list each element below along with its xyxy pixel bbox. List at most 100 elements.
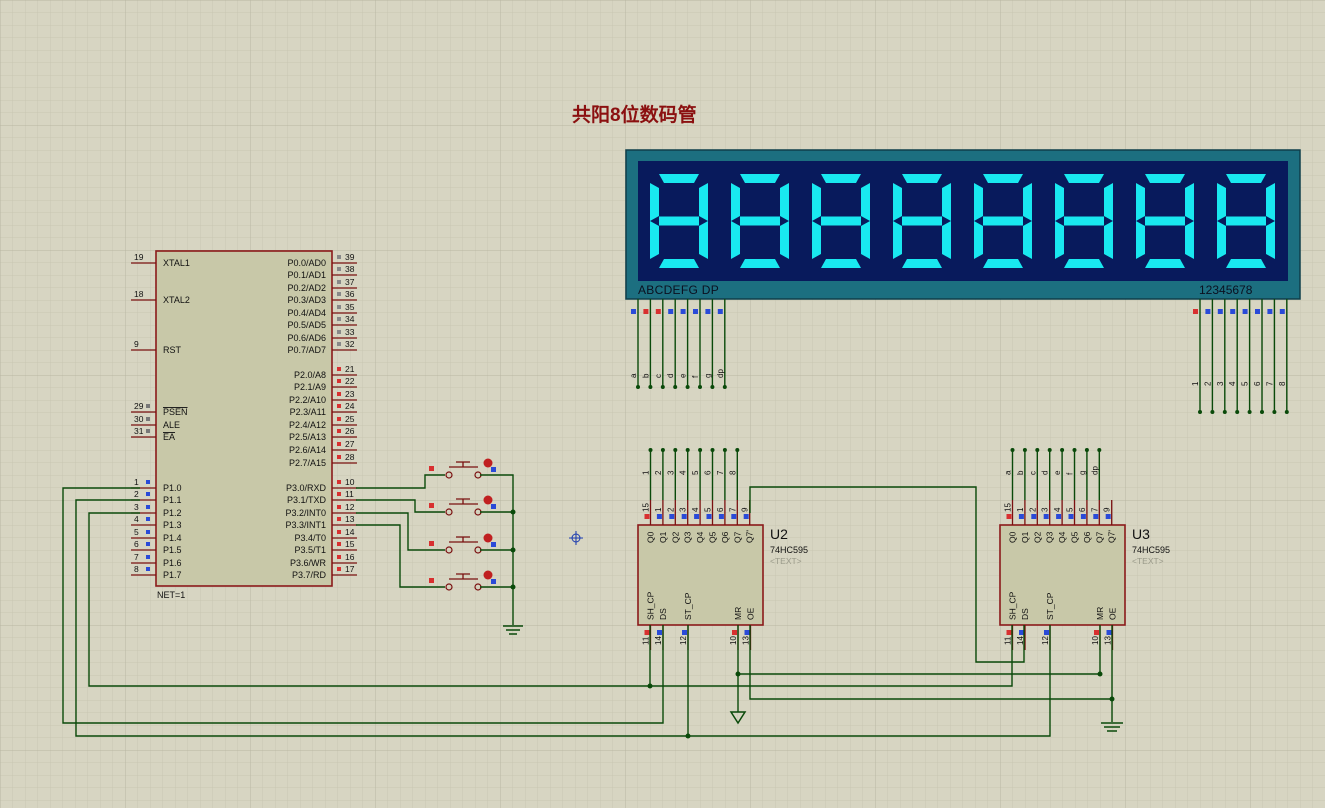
display-digit-pin-7[interactable]: 7 xyxy=(1265,299,1277,414)
probe-icon xyxy=(483,533,493,543)
svg-text:Q7: Q7 xyxy=(1094,531,1104,543)
svg-text:5: 5 xyxy=(704,507,713,512)
pin-name: P1.1 xyxy=(163,495,182,505)
svg-text:Q2: Q2 xyxy=(670,531,680,543)
mcu-right-pins: 39P0.0/AD038P0.1/AD137P0.2/AD236P0.3/AD3… xyxy=(285,252,357,580)
mcu-pin-p1-7[interactable]: 8P1.7 xyxy=(131,564,182,580)
display-seg-pin-f[interactable]: f xyxy=(691,299,702,389)
push-button-3[interactable] xyxy=(429,533,496,554)
pin-number: 28 xyxy=(345,452,355,462)
chip-pin-q7[interactable]: 9Q7' xyxy=(1103,500,1117,543)
display-digit-pin-4[interactable]: 4 xyxy=(1228,299,1240,414)
display-seg-pin-dp[interactable]: dp xyxy=(716,299,727,389)
push-button-4[interactable] xyxy=(429,570,496,591)
svg-text:Q5: Q5 xyxy=(708,531,718,543)
display-seg-pin-g[interactable]: g xyxy=(703,299,715,389)
svg-text:11: 11 xyxy=(1004,636,1013,645)
display-seg-pin-e[interactable]: e xyxy=(679,299,690,389)
svg-text:Q4: Q4 xyxy=(695,531,705,543)
display-digit-pin-2[interactable]: 2 xyxy=(1203,299,1215,414)
display-digit-pin-1[interactable]: 1 xyxy=(1191,299,1202,414)
display-digit-pin-6[interactable]: 6 xyxy=(1253,299,1264,414)
mcu-pin-p1-3[interactable]: 4P1.3 xyxy=(131,514,182,530)
mcu-pin-p1-6[interactable]: 7P1.6 xyxy=(131,552,182,568)
display-digit-pin-5[interactable]: 5 xyxy=(1241,299,1252,414)
push-button-2[interactable] xyxy=(429,495,496,516)
chip-part: 74HC595 xyxy=(770,545,808,555)
display-seg-pin-a[interactable]: a xyxy=(629,299,640,389)
pin-number: 35 xyxy=(345,302,355,312)
display-seg-pin-d[interactable]: d xyxy=(666,299,678,389)
mcu-8051[interactable]: 19XTAL118XTAL29RST29PSEN30ALE31EA1P1.02P… xyxy=(131,250,357,600)
ground-symbol-right xyxy=(1101,722,1123,732)
pin-number: 27 xyxy=(345,439,355,449)
svg-text:3: 3 xyxy=(666,470,675,475)
svg-text:5: 5 xyxy=(691,470,700,475)
mcu-pin-p1-4[interactable]: 5P1.4 xyxy=(131,527,182,543)
display-seg-pin-c[interactable]: c xyxy=(654,299,665,389)
display-digit-pin-3[interactable]: 3 xyxy=(1216,299,1227,414)
probe-icon xyxy=(483,495,493,505)
shift-register-u3[interactable]: U374HC595<TEXT>15Q0a1Q1b2Q2c3Q3d4Q4e5Q5f… xyxy=(999,448,1170,650)
display-digit-pin-8[interactable]: 8 xyxy=(1278,299,1289,414)
crosshair-icon xyxy=(569,531,583,545)
shift-register-u2[interactable]: U274HC595<TEXT>15Q011Q122Q233Q344Q455Q56… xyxy=(637,448,808,650)
pin-number: 25 xyxy=(345,414,355,424)
svg-text:a: a xyxy=(1004,470,1013,475)
svg-text:15: 15 xyxy=(1004,503,1013,512)
display-seg-pin-b[interactable]: b xyxy=(641,299,653,389)
digit-8 xyxy=(1217,174,1275,268)
mcu-pin-p1-5[interactable]: 6P1.5 xyxy=(131,539,182,555)
push-buttons[interactable] xyxy=(429,458,496,591)
